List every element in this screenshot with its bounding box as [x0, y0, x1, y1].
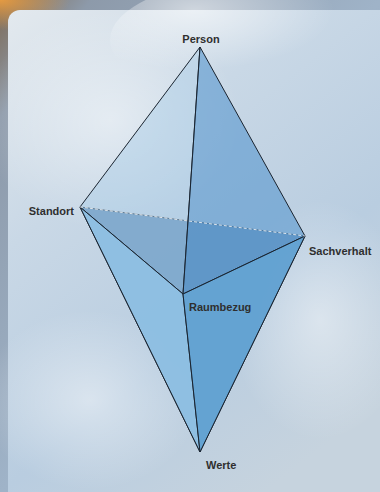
upper-left-face	[80, 47, 200, 294]
vertex-label-box: Standort	[29, 201, 74, 219]
vertex-label: Person	[182, 33, 219, 45]
cloud	[110, 0, 380, 100]
lower-left-face	[80, 207, 200, 452]
hidden-edge	[80, 207, 305, 236]
vertex-label: Werte	[206, 459, 236, 471]
bipyramid	[80, 47, 305, 452]
vertex-label: Standort	[29, 205, 74, 217]
vertex-label-box: Sachverhalt	[309, 241, 371, 259]
vertex-label: Raumbezug	[189, 301, 251, 313]
vertex-label-box: Person	[182, 29, 219, 47]
vertex-label-box: Werte	[206, 455, 236, 473]
vertex-label-box: Raumbezug	[189, 297, 251, 315]
lower-right-face	[183, 236, 305, 452]
vertex-label: Sachverhalt	[309, 245, 371, 257]
